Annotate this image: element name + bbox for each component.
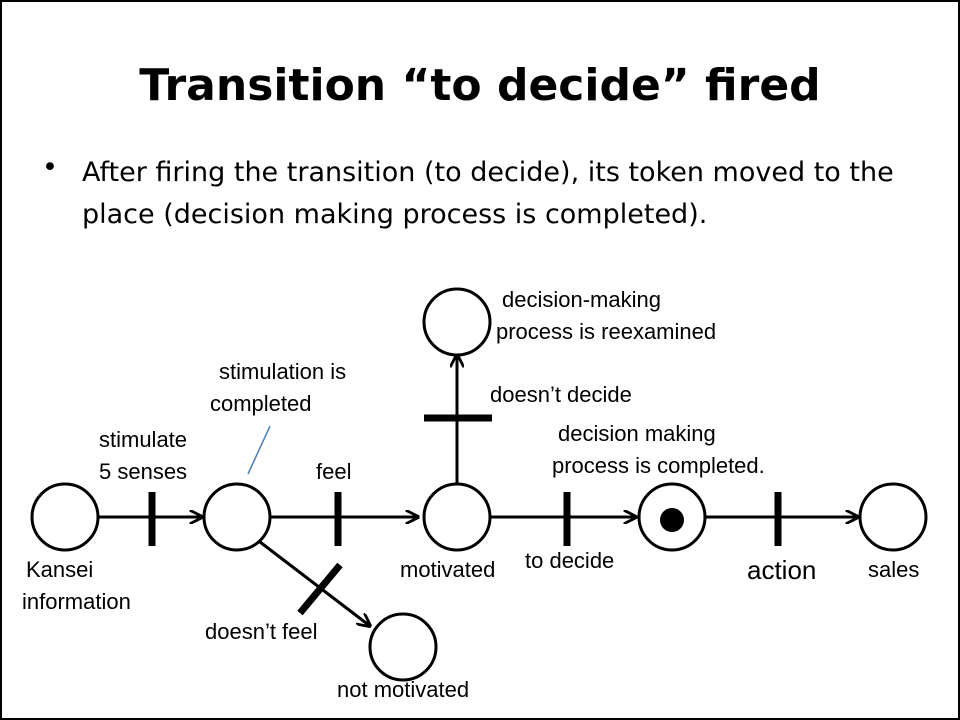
label-stimulation-line1: stimulation is <box>219 359 346 384</box>
label-reexamined-line2: process is reexamined <box>496 319 716 344</box>
place-not-motivated <box>368 612 438 682</box>
label-kansei-line2: information <box>22 589 131 614</box>
token-dot-icon <box>660 508 684 532</box>
label-not-motivated: not motivated <box>337 677 469 702</box>
label-stimulate-line1: stimulate <box>99 427 187 452</box>
label-decision-line1: decision making <box>558 421 716 446</box>
label-reexamined-line1: decision-making <box>502 287 661 312</box>
label-feel: feel <box>316 459 351 484</box>
bullet-text: After firing the transition (to decide),… <box>82 157 894 230</box>
label-stimulation-line2: completed <box>210 391 312 416</box>
place-kansei <box>30 482 100 552</box>
label-motivated: motivated <box>400 557 495 582</box>
place-motivated <box>422 482 492 552</box>
label-kansei-line1: Kansei <box>26 557 93 582</box>
label-to-decide: to decide <box>525 548 614 573</box>
label-doesnt-decide: doesn’t decide <box>490 382 632 407</box>
slide-title: Transition “to decide” fired <box>139 60 821 111</box>
annotation-pointer-line <box>247 425 271 475</box>
bullet-dot-icon: • <box>42 152 58 183</box>
label-stimulate: stimulate 5 senses <box>99 427 193 484</box>
label-stimulate-line2: 5 senses <box>99 459 187 484</box>
label-kansei: Kansei information <box>22 557 131 614</box>
label-reexamined: decision-making process is reexamined <box>496 287 716 344</box>
transition-doesnt-feel-bar <box>297 562 343 616</box>
label-doesnt-feel: doesn’t feel <box>205 619 318 644</box>
place-reexamined <box>422 287 492 357</box>
arc-stimulation-to-not-motivated <box>259 540 370 626</box>
label-stimulation-completed: stimulation is completed <box>210 359 352 416</box>
place-sales <box>858 482 928 552</box>
label-sales: sales <box>868 557 919 582</box>
label-decision-completed: decision making process is completed. <box>552 421 765 478</box>
label-decision-line2: process is completed. <box>552 453 765 478</box>
label-action: action <box>747 555 816 585</box>
place-stimulation-completed <box>202 482 272 552</box>
